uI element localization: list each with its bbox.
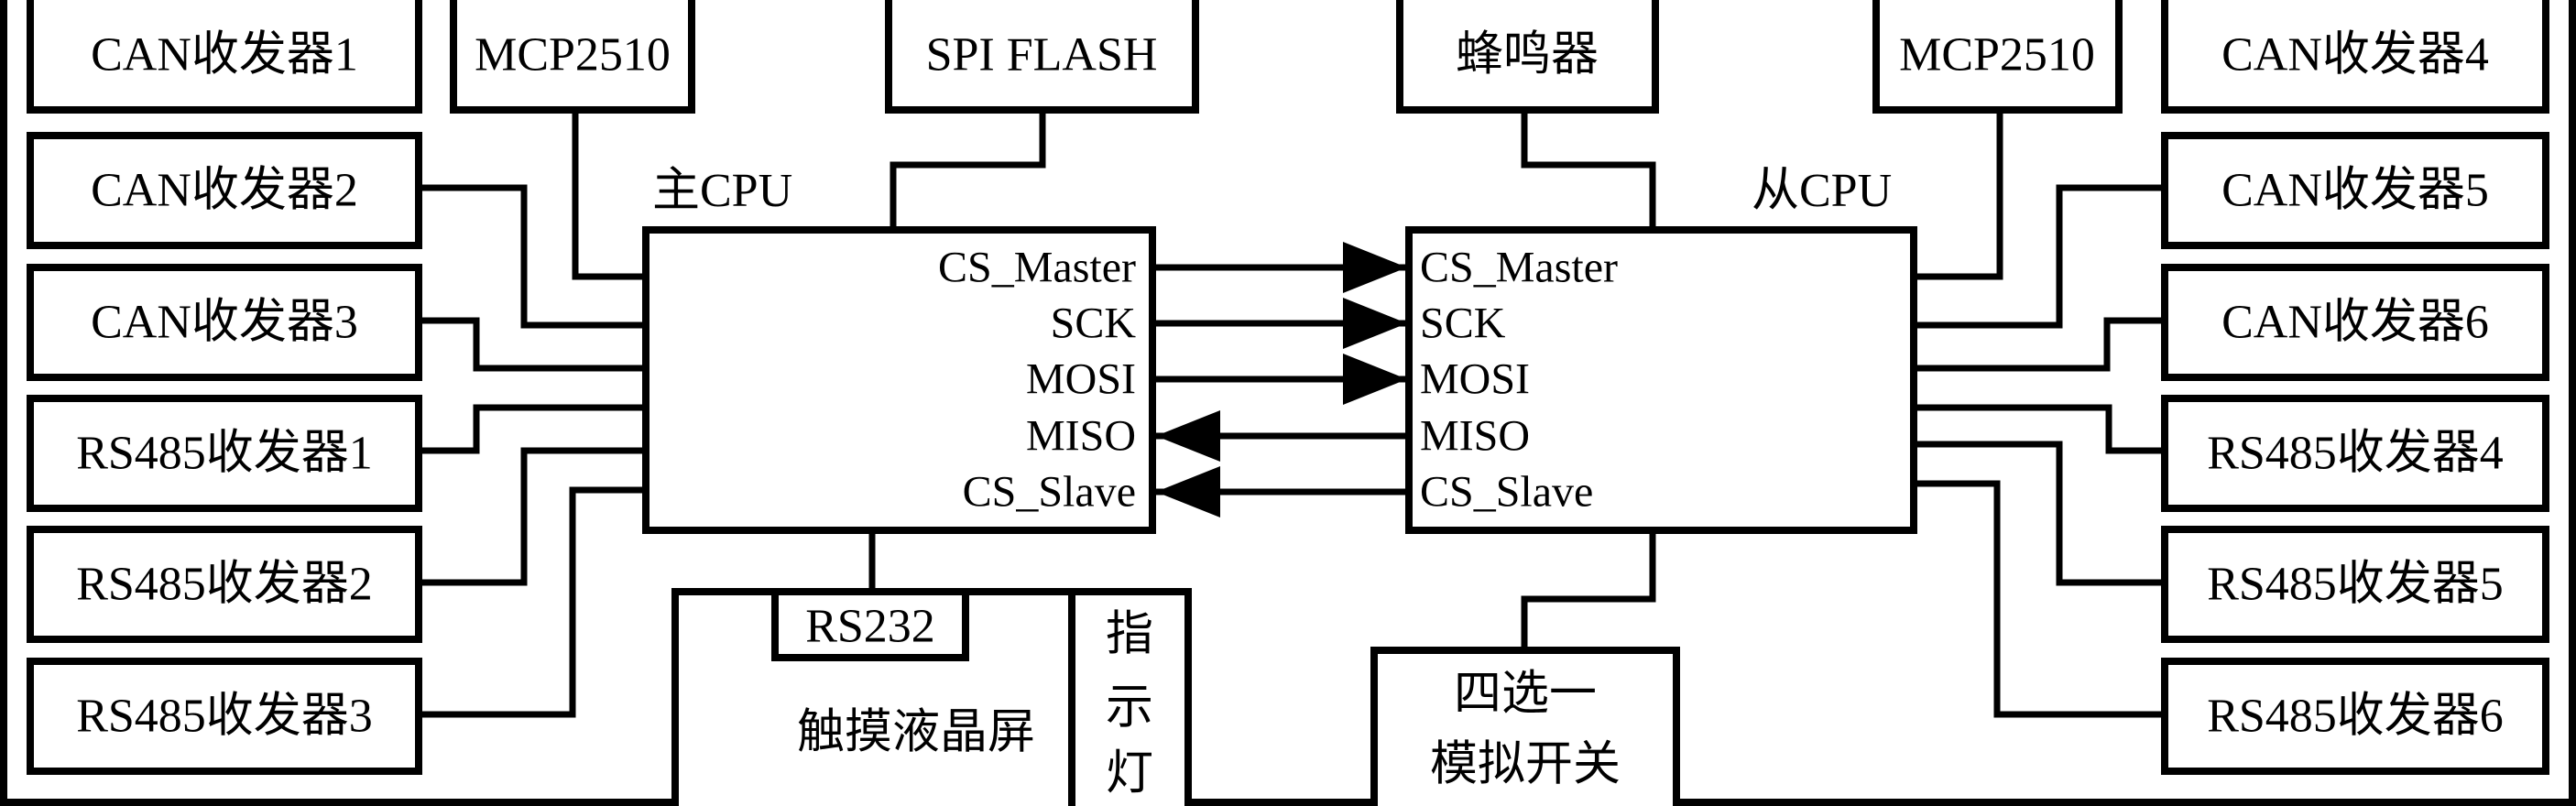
transceiver-label: RS485收发器4	[2207, 428, 2504, 480]
wire-rs485-5	[1914, 441, 2165, 586]
wire-can6	[1914, 317, 2165, 372]
mux-switch-block: 四选一 模拟开关	[1370, 647, 1680, 806]
right-transceiver-block: RS485收发器6	[2161, 658, 2549, 775]
master-cpu-title: 主CPU	[652, 165, 792, 217]
right-transceiver-block: CAN收发器5	[2161, 132, 2549, 249]
mcp2510-left-label: MCP2510	[475, 29, 671, 82]
transceiver-label: CAN收发器5	[2221, 165, 2489, 217]
right-transceivers: CAN收发器4CAN收发器5CAN收发器6RS485收发器4RS485收发器5R…	[2161, 0, 2549, 775]
spi-flash-label: SPI FLASH	[926, 29, 1158, 82]
master-pin-label: SCK	[1051, 300, 1137, 348]
spi-flash-block: SPI FLASH	[885, 0, 1199, 114]
left-transceiver-block: CAN收发器3	[27, 264, 422, 381]
mux-label-line1: 四选一	[1454, 669, 1597, 721]
slave-pin-label: SCK	[1420, 300, 1506, 348]
spi-bus	[1156, 242, 1407, 517]
wire-spi-flash	[890, 110, 1046, 230]
left-transceivers: CAN收发器1CAN收发器2CAN收发器3RS485收发器1RS485收发器2R…	[27, 0, 422, 775]
wire-can5	[1914, 184, 2165, 329]
transceiver-label: CAN收发器4	[2221, 29, 2489, 82]
wire-mux	[1521, 530, 1656, 650]
master-pin-label: MOSI	[1026, 355, 1136, 404]
transceiver-label: RS485收发器5	[2207, 559, 2504, 611]
right-transceiver-block: RS485收发器5	[2161, 526, 2549, 643]
slave-pin-label: CS_Slave	[1420, 468, 1593, 517]
wire-mcp-left	[572, 110, 646, 280]
wire-buzzer	[1521, 110, 1656, 230]
transceiver-label: RS485收发器6	[2207, 691, 2504, 743]
indicator-label-1: 指	[1106, 609, 1153, 661]
right-wires	[1521, 110, 2165, 718]
wire-rs485-4	[1914, 404, 2165, 454]
wire-rs485-3	[419, 486, 646, 718]
slave-pin-label: CS_Master	[1420, 244, 1618, 292]
buzzer-block: 蜂鸣器	[1396, 0, 1659, 114]
mcp2510-left-block: MCP2510	[450, 0, 695, 114]
mcp2510-right-block: MCP2510	[1872, 0, 2123, 114]
indicator-label-3: 灯	[1106, 748, 1153, 801]
indicator-label-2: 示	[1106, 682, 1153, 735]
master-pin-label: MISO	[1026, 412, 1136, 461]
master-pin-label: CS_Master	[938, 244, 1136, 292]
transceiver-label: CAN收发器1	[91, 29, 358, 82]
left-transceiver-block: CAN收发器2	[27, 132, 422, 249]
left-transceiver-block: RS485收发器2	[27, 526, 422, 643]
rs232-block	[771, 588, 969, 661]
left-transceiver-block: CAN收发器1	[27, 0, 422, 114]
transceiver-label: CAN收发器6	[2221, 297, 2489, 349]
wire-rs485-6	[1914, 480, 2165, 718]
mux-label-line2: 模拟开关	[1430, 739, 1621, 791]
touch-screen-label: 触摸液晶屏	[797, 707, 1035, 759]
transceiver-label: RS485收发器1	[76, 428, 373, 480]
master-pin-label: CS_Slave	[963, 468, 1136, 517]
wire-mcp-right	[1914, 110, 2003, 280]
transceiver-label: CAN收发器3	[91, 297, 358, 349]
right-transceiver-block: CAN收发器6	[2161, 264, 2549, 381]
right-transceiver-block: RS485收发器4	[2161, 395, 2549, 512]
wire-can2	[419, 184, 646, 329]
left-wires	[419, 110, 1046, 718]
slave-pin-label: MISO	[1420, 412, 1530, 461]
buzzer-label: 蜂鸣器	[1456, 29, 1599, 82]
slave-cpu-title: 从CPU	[1752, 165, 1892, 217]
rs232-label: RS232	[805, 601, 935, 653]
wire-rs485-1	[419, 404, 646, 454]
left-transceiver-block: RS485收发器1	[27, 395, 422, 512]
left-transceiver-block: RS485收发器3	[27, 658, 422, 775]
slave-pin-label: MOSI	[1420, 355, 1530, 404]
transceiver-label: RS485收发器2	[76, 559, 373, 611]
transceiver-label: RS485收发器3	[76, 691, 373, 743]
wire-can3	[419, 317, 646, 372]
transceiver-label: CAN收发器2	[91, 165, 358, 217]
right-transceiver-block: CAN收发器4	[2161, 0, 2549, 114]
touch-screen-block: RS232 触摸液晶屏 指 示 灯	[671, 588, 1192, 806]
mcp2510-right-label: MCP2510	[1899, 29, 2095, 82]
wire-rs485-2	[419, 447, 646, 586]
